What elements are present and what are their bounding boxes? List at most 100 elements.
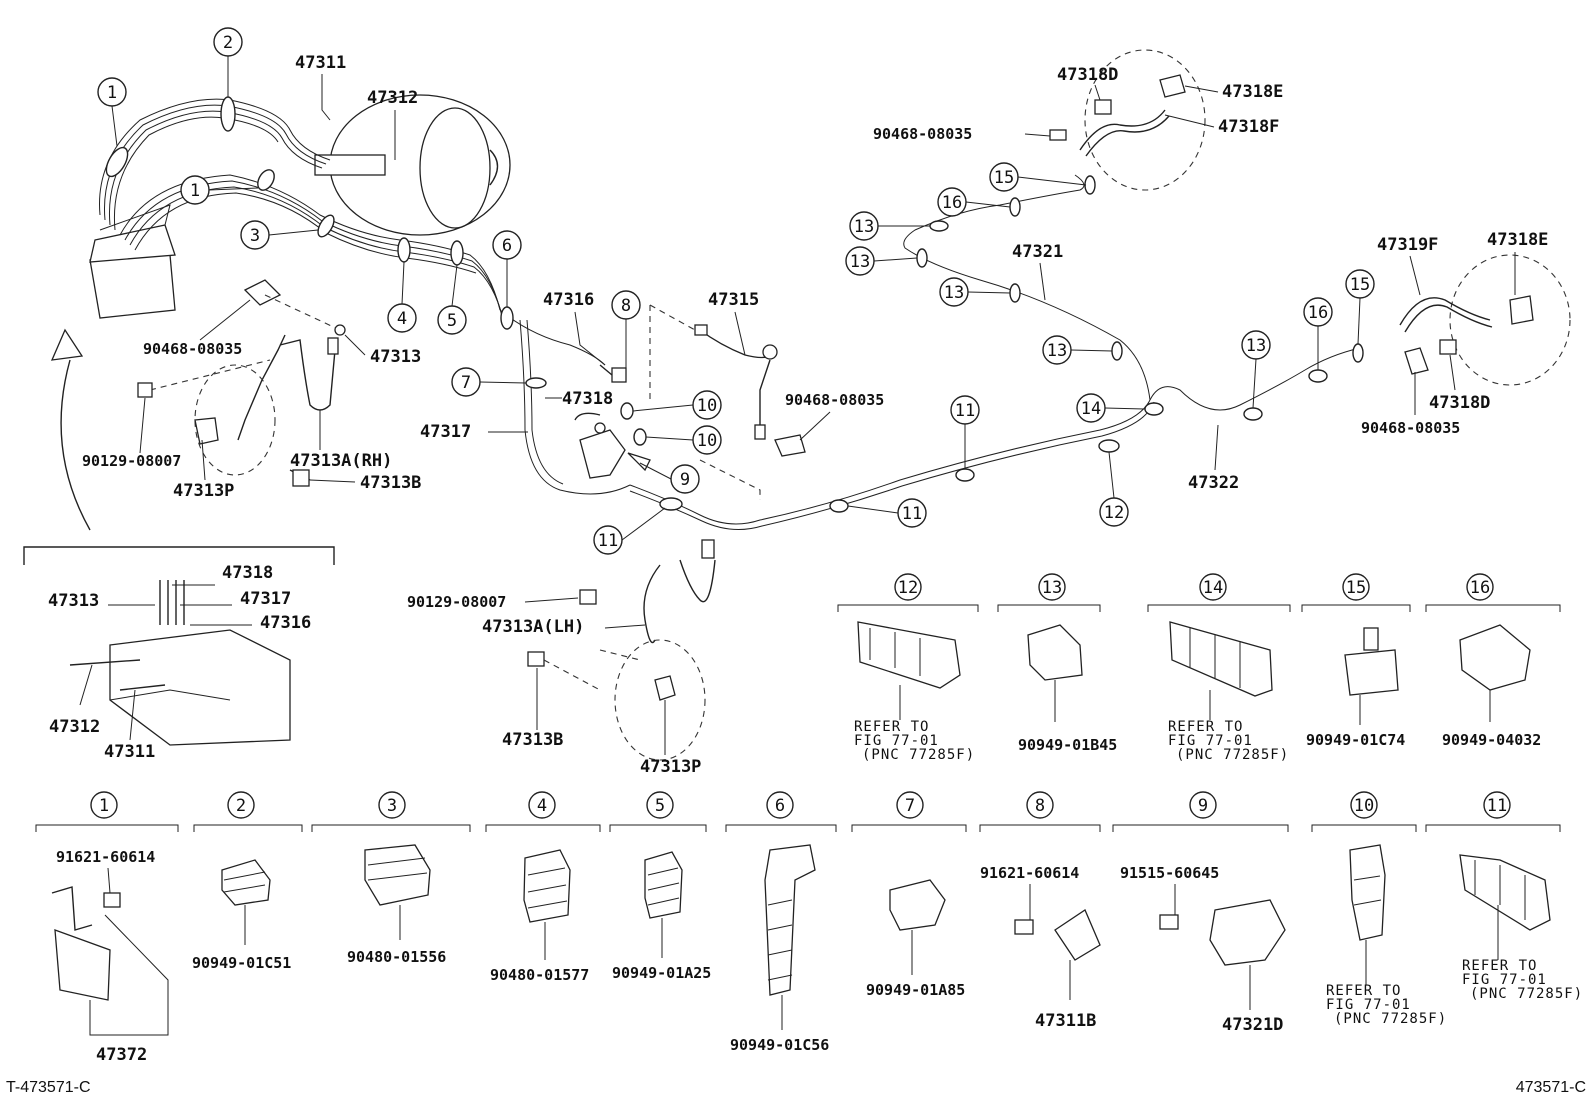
callout-11a: 11 [593, 525, 623, 555]
svg-text:13: 13 [1047, 341, 1067, 361]
callout-leaders [111, 56, 1361, 541]
svg-text:90480-01556: 90480-01556 [347, 948, 446, 966]
svg-text:90949-01A85: 90949-01A85 [866, 981, 965, 999]
callout-13d: 13 [1042, 335, 1072, 365]
label-90129-a: 90129-08007 [82, 452, 181, 470]
svg-text:91621-60614: 91621-60614 [980, 864, 1079, 882]
callout-12a: 12 [1099, 497, 1129, 527]
svg-text:47312: 47312 [49, 717, 100, 737]
callout-6a: 6 [492, 230, 522, 260]
callout-13a: 13 [849, 211, 879, 241]
main-part-labels: 47311 4 7 3 12 47313 90468-08035 47313A(RH)… [82, 53, 1548, 777]
label-47313: 47313 [370, 347, 421, 367]
svg-text:15: 15 [1350, 275, 1370, 295]
label-47321: 47321 [1012, 242, 1063, 262]
svg-text:47311: 47311 [104, 742, 155, 762]
svg-text:8: 8 [1035, 796, 1045, 816]
clamp-4: 4 90480-01577 [485, 791, 601, 984]
svg-text:REFER TO: REFER TO [1462, 958, 1537, 974]
svg-text:47311B: 47311B [1035, 1011, 1096, 1031]
svg-text:91515-60645: 91515-60645 [1120, 864, 1219, 882]
callout-2a: 2 [213, 27, 243, 57]
svg-text:47313: 47313 [48, 591, 99, 611]
callout-16b: 16 [1303, 297, 1333, 327]
svg-text:1: 1 [107, 83, 117, 103]
callout-3a: 3 [240, 220, 270, 250]
front-lh-hose [527, 539, 716, 761]
svg-text:FIG 77-01: FIG 77-01 [1326, 997, 1411, 1013]
inset-labels: 47318 47313 47317 47316 47312 47311 [48, 563, 311, 762]
callout-13c: 13 [939, 277, 969, 307]
clamp-3: 3 90480-01556 [311, 791, 471, 966]
callout-16a: 16 [937, 187, 967, 217]
svg-text:5: 5 [447, 311, 457, 331]
svg-text:9: 9 [1198, 796, 1208, 816]
svg-text:90949-01B45: 90949-01B45 [1018, 736, 1117, 754]
rear-hose-upper [1049, 49, 1206, 191]
clamp-5: 5 90949-01A25 [609, 791, 711, 982]
label-47318e-2: 47318E [1487, 230, 1548, 250]
clamp-16: 16 90949-04032 [1425, 573, 1561, 749]
label-47315: 47315 [708, 290, 759, 310]
callout-11c: 11 [950, 395, 980, 425]
clamp-13: 13 90949-01B45 [997, 573, 1117, 754]
callout-11b: 11 [897, 498, 927, 528]
svg-text:11: 11 [1487, 796, 1507, 816]
svg-text:FIG 77-01: FIG 77-01 [854, 733, 939, 749]
callout-4a: 4 [387, 303, 417, 333]
label-90129-b: 90129-08007 [407, 593, 506, 611]
svg-text:FIG 77-01: FIG 77-01 [1168, 733, 1253, 749]
svg-text:12: 12 [1104, 503, 1124, 523]
svg-text:3: 3 [387, 796, 397, 816]
label-47313p: 47313P [173, 481, 234, 501]
callout-10a: 10 [692, 390, 722, 420]
svg-text:8: 8 [621, 296, 631, 316]
footer-right-code: 473571-C [1516, 1079, 1586, 1096]
svg-text:11: 11 [955, 401, 975, 421]
svg-text:47316: 47316 [260, 613, 311, 633]
svg-text:91621-60614: 91621-60614 [56, 848, 155, 866]
clamp-15: 15 90949-01C74 [1301, 573, 1411, 749]
svg-text:9: 9 [680, 470, 690, 490]
svg-text:7: 7 [461, 373, 471, 393]
svg-text:90949-01C74: 90949-01C74 [1306, 731, 1405, 749]
svg-text:FIG 77-01: FIG 77-01 [1462, 972, 1547, 988]
inset-detail [23, 546, 335, 746]
label-47318f: 47318F [1218, 117, 1279, 137]
callout-15a: 15 [989, 162, 1019, 192]
callout-9a: 9 [670, 464, 700, 494]
callout-8a: 8 [611, 290, 641, 320]
svg-text:90949-01C51: 90949-01C51 [192, 954, 291, 972]
svg-text:15: 15 [1346, 578, 1366, 598]
clamp-7: 7 90949-01A85 [851, 791, 967, 999]
label-90468-b: 90468-08035 [785, 391, 884, 409]
svg-text:16: 16 [1470, 578, 1490, 598]
label-47318d: 47318D [1057, 65, 1118, 85]
svg-text:REFER TO: REFER TO [854, 719, 929, 735]
label-90468-c: 90468-08035 [873, 125, 972, 143]
svg-text:(PNC 77285F): (PNC 77285F) [1470, 986, 1583, 1002]
svg-text:5: 5 [655, 796, 665, 816]
sensor-wire-47315 [649, 304, 806, 500]
svg-text:3: 3 [250, 226, 260, 246]
label-47317: 47317 [420, 422, 471, 442]
label-47313b: 47313B [360, 473, 421, 493]
svg-text:13: 13 [1042, 578, 1062, 598]
label-47319f: 47319F [1377, 235, 1438, 255]
clamp-14: 14 REFER TO FIG 77-01 (PNC 77285F) [1147, 573, 1291, 763]
svg-text:10: 10 [697, 396, 717, 416]
svg-text:90949-01A25: 90949-01A25 [612, 964, 711, 982]
svg-text:10: 10 [1354, 796, 1374, 816]
svg-text:90949-04032: 90949-04032 [1442, 731, 1541, 749]
svg-text:1: 1 [190, 181, 200, 201]
callout-13e: 13 [1241, 330, 1271, 360]
rear-hose-right [1399, 254, 1571, 386]
svg-text:6: 6 [502, 236, 512, 256]
callout-10b: 10 [692, 425, 722, 455]
label-47313a-rh: 47313A(RH) [290, 451, 392, 471]
clamp-9: 9 91515-60645 47321D [1112, 791, 1289, 1035]
svg-text:47372: 47372 [96, 1045, 147, 1065]
proportioning-valve [574, 364, 651, 479]
line-clamp-markers [105, 96, 1364, 513]
svg-text:90480-01577: 90480-01577 [490, 966, 589, 984]
